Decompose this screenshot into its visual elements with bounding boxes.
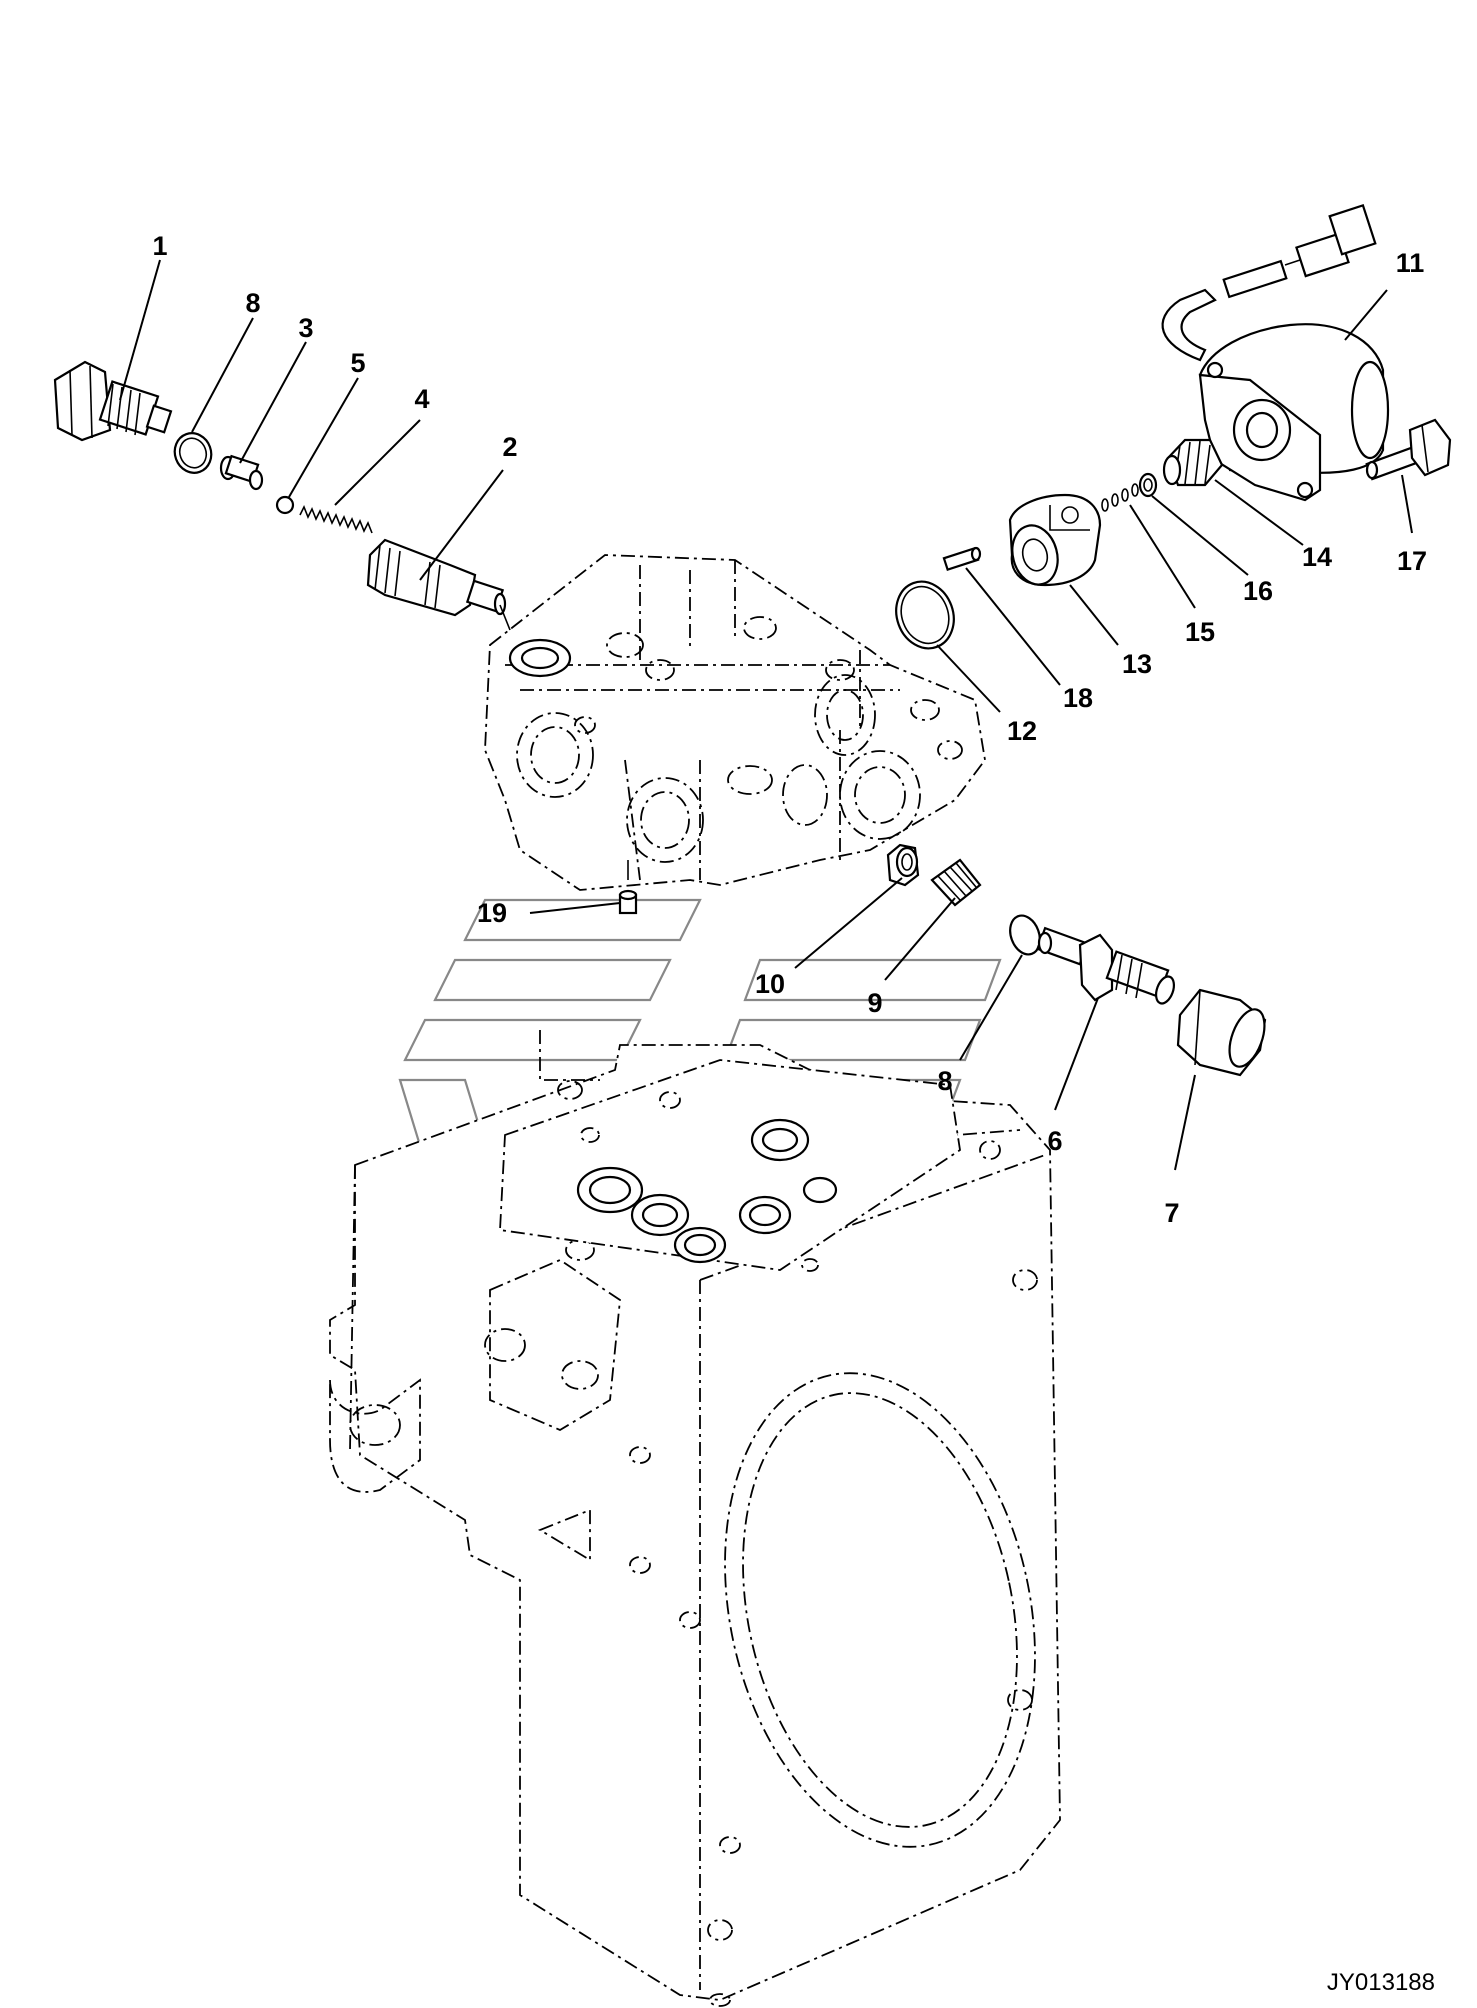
callout-1: 1	[152, 231, 167, 261]
callout-16: 16	[1243, 576, 1273, 606]
callout-14: 14	[1302, 542, 1332, 572]
callout-8-lower: 8	[937, 1066, 952, 1096]
callout-15: 15	[1185, 617, 1215, 647]
callout-7: 7	[1164, 1198, 1179, 1228]
callout-4: 4	[414, 384, 429, 414]
housing-mounting-face	[499, 1059, 961, 1272]
callout-5: 5	[350, 348, 365, 378]
leader-lines	[119, 259, 1413, 1171]
part-7-nut	[1176, 988, 1267, 1077]
drawing-code: JY013188	[1327, 1969, 1435, 1996]
part-1-relief-valve	[53, 360, 173, 442]
callout-numbers: 1 8 3 5 4 2 11 14 17 16 15 13 18 12 19 1…	[152, 231, 1427, 1228]
part-10-cap	[886, 843, 920, 887]
part-14-adjuster	[1162, 438, 1224, 487]
callout-17: 17	[1397, 546, 1427, 576]
part-9-spring	[930, 858, 982, 907]
part-4-spring	[299, 505, 373, 534]
part-3-plug	[219, 454, 264, 491]
callout-8-upper: 8	[245, 288, 260, 318]
callout-11: 11	[1396, 248, 1425, 278]
callout-2: 2	[502, 432, 517, 462]
part-6-valve-plug	[1036, 926, 1176, 1005]
part-12-o-ring	[895, 580, 955, 650]
part-8-o-ring-upper	[173, 432, 213, 474]
part-15-spring	[1101, 483, 1139, 512]
callout-6: 6	[1047, 1126, 1062, 1156]
callout-18: 18	[1063, 683, 1093, 713]
part-8-o-ring-lower	[1009, 914, 1041, 956]
part-18-pin	[942, 546, 982, 572]
part-5-ball	[275, 495, 295, 515]
callout-3: 3	[298, 313, 313, 343]
callout-12: 12	[1007, 716, 1037, 746]
callout-9: 9	[867, 988, 882, 1018]
part-13-sleeve	[1008, 493, 1102, 587]
callout-13: 13	[1122, 649, 1152, 679]
part-11-solenoid	[1161, 204, 1390, 502]
callout-10: 10	[755, 969, 785, 999]
valve-body	[484, 554, 986, 891]
callout-19: 19	[477, 898, 507, 928]
part-16-washer	[1138, 472, 1158, 498]
part-17-bolt	[1365, 418, 1452, 481]
